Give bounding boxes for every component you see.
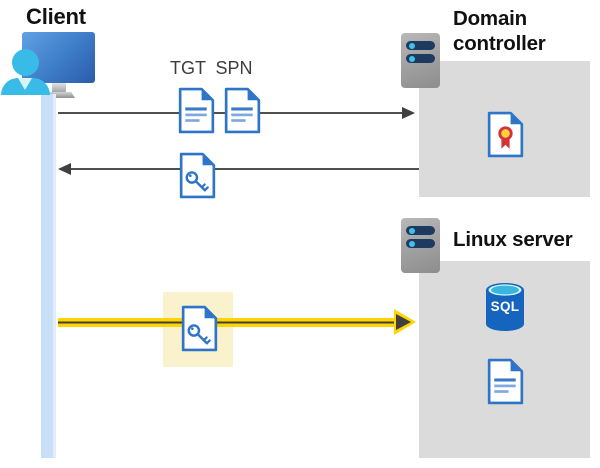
key-ticket-highlighted-icon [181, 305, 218, 352]
request-arrowhead-icon [402, 107, 415, 119]
server-led-icon [409, 42, 415, 49]
server-bar [406, 41, 435, 50]
auth-arrowhead-icon [396, 314, 411, 330]
server-led-icon [409, 240, 415, 247]
tgt-label: TGT [170, 58, 206, 78]
response-arrow-line [62, 168, 419, 170]
domain-controller-title: Domain controller [453, 7, 546, 55]
sql-label: SQL [490, 299, 520, 314]
linux-server-icon [401, 218, 440, 273]
domain-controller-server-icon [401, 33, 440, 88]
server-led-icon [409, 55, 415, 62]
server-bar [406, 54, 435, 63]
auth-arrow-line [58, 318, 400, 327]
person-collar [18, 78, 32, 90]
linux-server-title: Linux server [453, 228, 573, 251]
server-led-icon [409, 227, 415, 234]
certificate-icon [487, 111, 524, 158]
sql-database-icon: SQL [486, 282, 524, 332]
client-lifeline [41, 94, 56, 458]
response-arrowhead-icon [58, 163, 71, 175]
person-icon [12, 49, 39, 76]
client-title: Client [26, 4, 86, 29]
spn-document-icon [224, 87, 261, 134]
key-ticket-icon [179, 152, 216, 199]
keytab-document-icon [487, 358, 524, 405]
spn-label: SPN [215, 58, 253, 78]
tgt-document-icon [178, 87, 215, 134]
monitor-base [44, 92, 75, 98]
server-bar [406, 226, 435, 235]
monitor-stand [52, 83, 66, 93]
server-bar [406, 239, 435, 248]
